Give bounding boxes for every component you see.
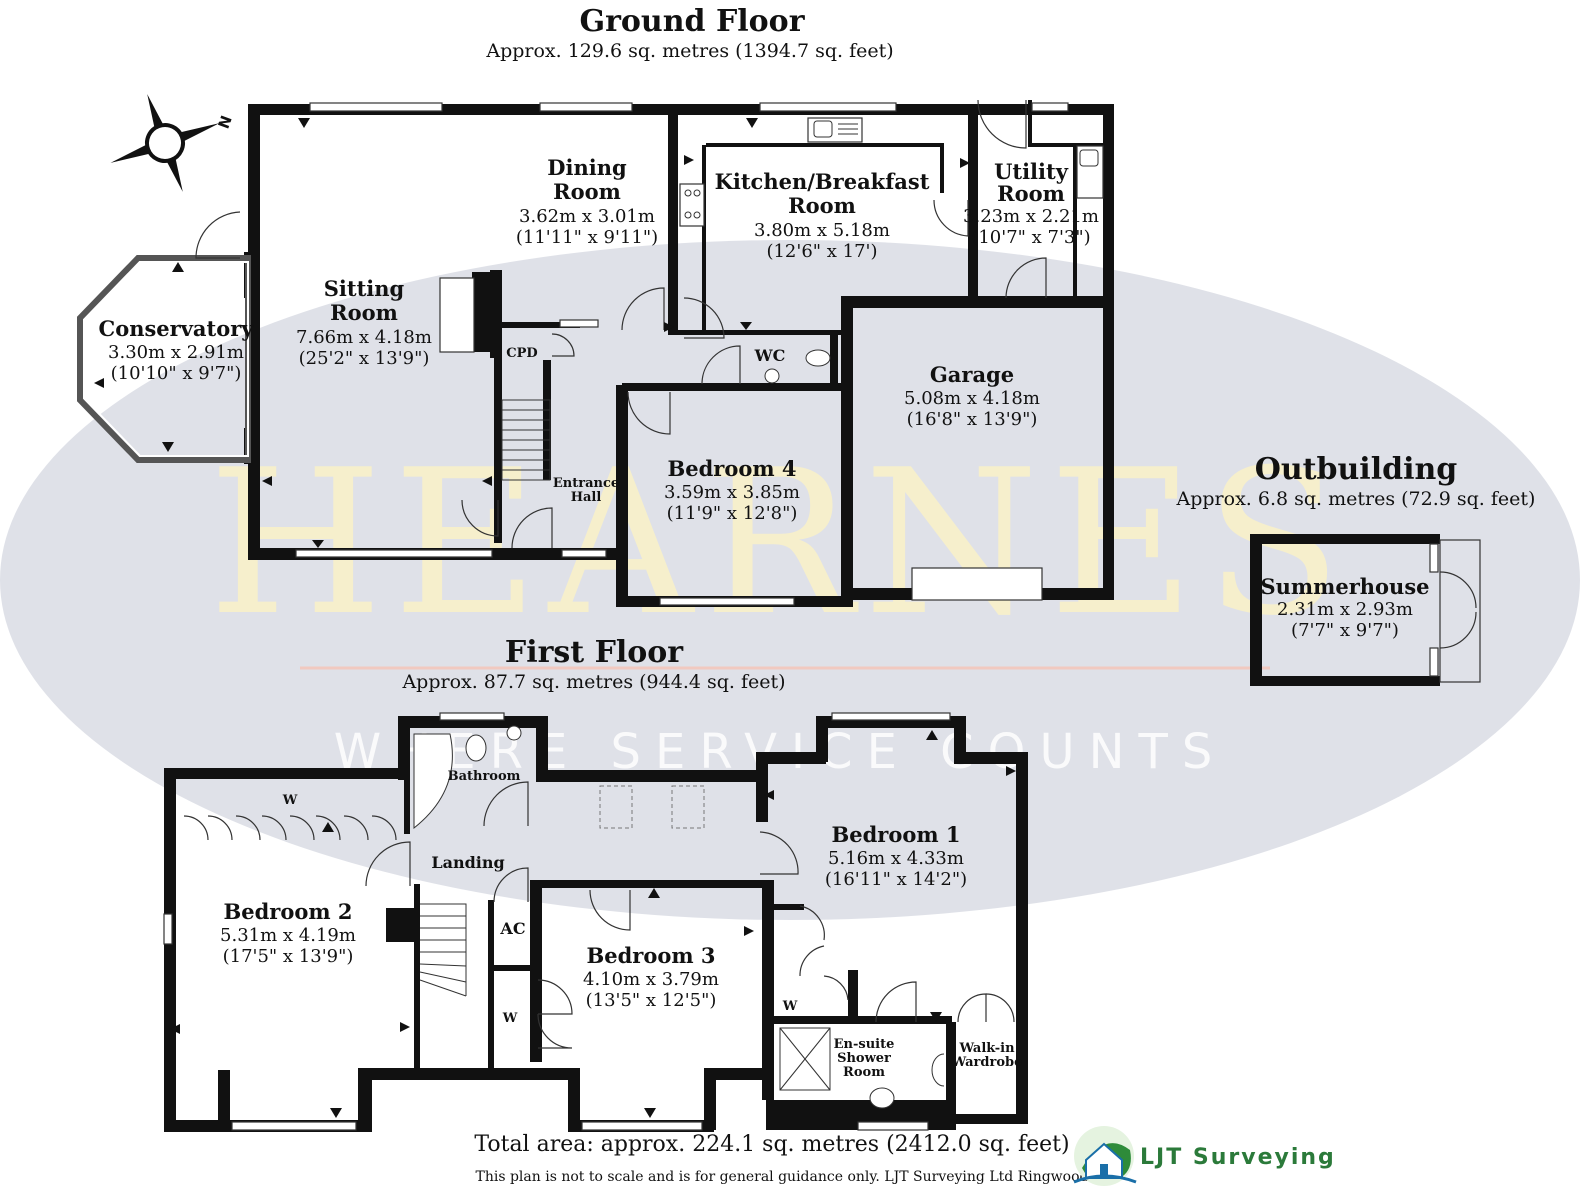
ac-label: AC bbox=[499, 919, 525, 938]
summerhouse-imperial: (7'7" x 9'7") bbox=[1291, 620, 1399, 641]
walk-in-wardrobe-label-1: Walk-in bbox=[958, 1041, 1015, 1056]
bedroom-3-metric: 4.10m x 3.79m bbox=[583, 969, 719, 990]
w-label-bedroom-1: W bbox=[782, 999, 798, 1014]
utility-room-imperial: (10'7" x 7'3") bbox=[971, 227, 1090, 248]
first-floor-windows bbox=[163, 712, 951, 1131]
compass-north-label: N bbox=[215, 113, 236, 131]
watermark-brand: HEARNES bbox=[208, 427, 1351, 660]
bedroom-2-metric: 5.31m x 4.19m bbox=[220, 925, 356, 946]
ground-floor-title: Ground Floor bbox=[580, 4, 806, 39]
dining-room-imperial: (11'11" x 9'11") bbox=[516, 227, 658, 248]
w-label-bedroom-2: W bbox=[282, 793, 298, 808]
bedroom-4-name: Bedroom 4 bbox=[667, 456, 796, 481]
ground-floor-windows bbox=[295, 102, 1069, 606]
ljt-surveying-logo: LJT Surveying bbox=[1073, 1126, 1336, 1186]
ensuite-label-2: Shower bbox=[837, 1051, 891, 1066]
ground-floor-stairs bbox=[501, 399, 551, 481]
ensuite-fixtures bbox=[779, 1027, 945, 1109]
walk-in-wardrobe-label-2: Wardrobe bbox=[951, 1055, 1023, 1070]
bathroom-label: Bathroom bbox=[448, 769, 521, 784]
first-floor-area: Approx. 87.7 sq. metres (944.4 sq. feet) bbox=[401, 671, 785, 693]
summerhouse-name: Summerhouse bbox=[1260, 574, 1429, 599]
entrance-hall-label-1: Entrance bbox=[553, 476, 619, 491]
sitting-room-imperial: (25'2" x 13'9") bbox=[299, 348, 430, 369]
utility-room-name-2: Room bbox=[997, 181, 1065, 206]
garage-imperial: (16'8" x 13'9") bbox=[907, 409, 1038, 430]
summerhouse-metric: 2.31m x 2.93m bbox=[1277, 599, 1413, 620]
wc-fixtures bbox=[764, 349, 831, 384]
outbuilding-area: Approx. 6.8 sq. metres (72.9 sq. feet) bbox=[1176, 488, 1536, 510]
outbuilding-title: Outbuilding bbox=[1255, 452, 1458, 487]
bedroom-1-name: Bedroom 1 bbox=[831, 822, 960, 847]
first-floor-title: First Floor bbox=[505, 635, 684, 670]
skylights bbox=[599, 785, 705, 829]
bedroom-2-name: Bedroom 2 bbox=[223, 899, 352, 924]
sitting-room-name-1: Sitting bbox=[324, 276, 405, 301]
dining-room-name-1: Dining bbox=[547, 155, 627, 180]
house-icon bbox=[1073, 1126, 1137, 1186]
utility-room-metric: 3.23m x 2.21m bbox=[963, 206, 1099, 227]
disclaimer: This plan is not to scale and is for gen… bbox=[476, 1169, 1089, 1185]
entrance-hall-label-2: Hall bbox=[571, 490, 602, 505]
utility-room-name-1: Utility bbox=[994, 159, 1069, 184]
bedroom-2-imperial: (17'5" x 13'9") bbox=[223, 946, 354, 967]
garage-metric: 5.08m x 4.18m bbox=[904, 388, 1040, 409]
sitting-room-metric: 7.66m x 4.18m bbox=[296, 327, 432, 348]
conservatory-metric: 3.30m x 2.91m bbox=[108, 342, 244, 363]
first-floor-arrows bbox=[170, 730, 1016, 1118]
total-area: Total area: approx. 224.1 sq. metres (24… bbox=[474, 1132, 1069, 1157]
watermark: HEARNES WHERE SERVICE COUNTS bbox=[0, 240, 1580, 920]
ljt-surveying-logo-text: LJT Surveying bbox=[1140, 1145, 1336, 1170]
kitchen-metric: 3.80m x 5.18m bbox=[754, 220, 890, 241]
bathroom-fixtures bbox=[413, 725, 522, 830]
first-floor-labels: Bathroom W Landing AC W W Bedroom 1 5.16… bbox=[220, 769, 1022, 1080]
landing-label: Landing bbox=[431, 853, 504, 872]
kitchen-name-2: Room bbox=[788, 193, 856, 218]
garage-name: Garage bbox=[930, 362, 1014, 387]
bedroom-3-imperial: (13'5" x 12'5") bbox=[586, 990, 717, 1011]
ground-floor-doors bbox=[195, 99, 1047, 549]
conservatory-outline bbox=[77, 255, 251, 463]
kitchen-imperial: (12'6" x 17') bbox=[766, 241, 877, 262]
first-floor-doors bbox=[183, 781, 1015, 1049]
first-floor-stairs bbox=[419, 903, 467, 997]
sitting-room-name-2: Room bbox=[330, 300, 398, 325]
bedroom-3-name: Bedroom 3 bbox=[586, 943, 715, 968]
ensuite-label-1: En-suite bbox=[834, 1037, 895, 1052]
compass-icon bbox=[110, 94, 220, 192]
conservatory-name: Conservatory bbox=[98, 316, 254, 341]
ground-floor-area: Approx. 129.6 sq. metres (1394.7 sq. fee… bbox=[485, 40, 893, 62]
bedroom-1-imperial: (16'11" x 14'2") bbox=[825, 869, 967, 890]
summerhouse-labels: Summerhouse 2.31m x 2.93m (7'7" x 9'7") bbox=[1260, 574, 1429, 641]
bedroom-1-metric: 5.16m x 4.33m bbox=[828, 848, 964, 869]
ground-floor-labels: Conservatory 3.30m x 2.91m (10'10" x 9'7… bbox=[98, 155, 1098, 524]
dining-room-name-2: Room bbox=[553, 179, 621, 204]
dining-room-metric: 3.62m x 3.01m bbox=[519, 206, 655, 227]
bedroom-4-imperial: (11'9" x 12'8") bbox=[667, 503, 798, 524]
summerhouse-walls bbox=[1250, 534, 1481, 686]
kitchen-name-1: Kitchen/Breakfast bbox=[715, 169, 930, 194]
ground-floor-arrows bbox=[94, 118, 970, 548]
watermark-ellipse bbox=[0, 240, 1580, 920]
kitchen-fixtures bbox=[679, 117, 1104, 227]
wc-label: WC bbox=[754, 346, 786, 365]
cpd-label: CPD bbox=[506, 346, 537, 361]
bedroom-4-metric: 3.59m x 3.85m bbox=[664, 482, 800, 503]
conservatory-imperial: (10'10" x 9'7") bbox=[111, 363, 242, 384]
w-label-bedroom-3: W bbox=[502, 1011, 518, 1026]
ensuite-label-3: Room bbox=[843, 1065, 885, 1080]
